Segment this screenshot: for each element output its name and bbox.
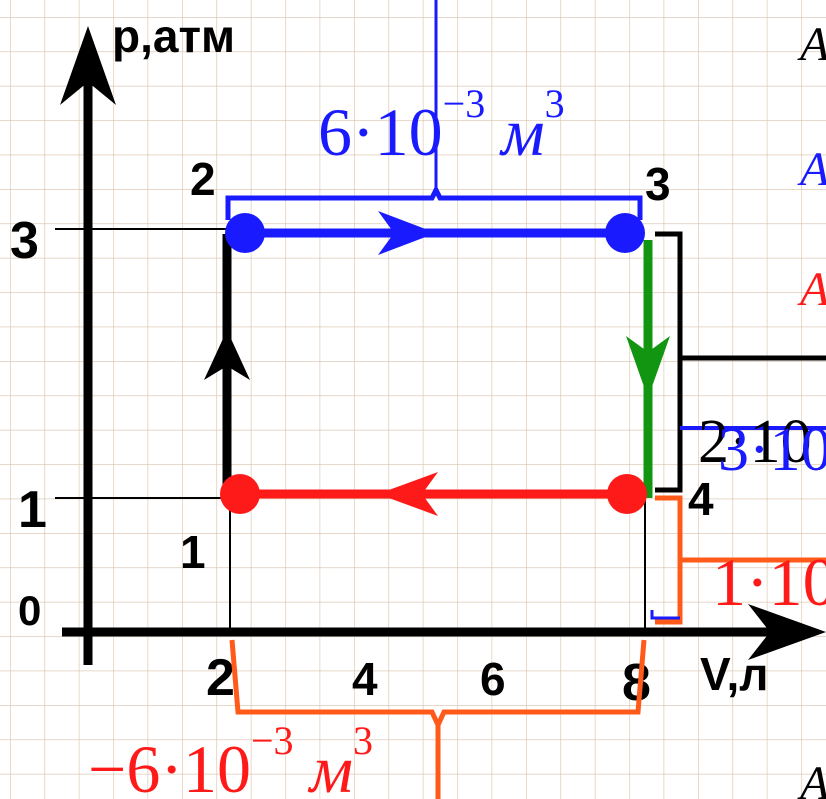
state-label-3: 3 — [645, 158, 671, 210]
state-label-2: 2 — [190, 153, 216, 205]
right-red-annotation: 1·10 — [712, 544, 826, 620]
y-tick-3: 3 — [10, 212, 39, 270]
state-point-4 — [607, 474, 647, 514]
x-axis-label: V,л — [700, 648, 768, 700]
right-blue-annotation: 3·10 — [718, 416, 826, 484]
x-tick-2: 2 — [206, 649, 235, 707]
y-axis-label: p,атм — [112, 10, 235, 62]
x-axis-arrow-icon — [748, 604, 826, 660]
x-tick-6: 6 — [480, 653, 506, 705]
right-black-bracket — [655, 231, 683, 493]
y-tick-1: 1 — [18, 481, 47, 539]
state-label-4: 4 — [688, 473, 714, 525]
edge-letter-4: A — [797, 757, 826, 799]
direction-arrow-icon — [378, 472, 438, 516]
direction-arrow-icon — [626, 336, 670, 398]
y-axis-arrow-icon — [60, 26, 116, 105]
direction-arrow-icon — [378, 211, 436, 255]
direction-arrow-icon — [204, 330, 250, 380]
edge-letter-3: A — [797, 263, 826, 316]
state-point-3 — [605, 213, 645, 253]
edge-letter-2: A — [797, 143, 826, 196]
x-tick-4: 4 — [352, 653, 378, 705]
state-point-2 — [225, 213, 265, 253]
state-label-1: 1 — [180, 526, 206, 578]
right-black-annotation: 2·10 — [698, 408, 812, 476]
state-point-1 — [220, 474, 260, 514]
edge-letter-1: A — [797, 18, 826, 71]
right-blue-mark — [650, 610, 680, 620]
y-tick-0: 0 — [18, 587, 41, 634]
